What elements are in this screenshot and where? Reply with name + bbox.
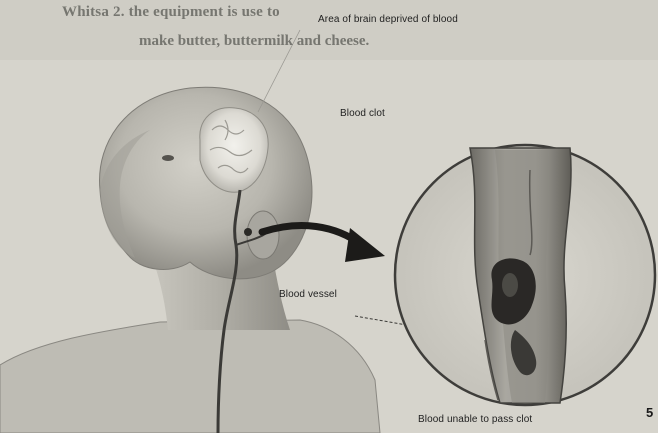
clot-highlight — [502, 273, 518, 297]
label-area-deprived: Area of brain deprived of blood — [318, 14, 458, 25]
label-blood-unable: Blood unable to pass clot — [418, 414, 532, 425]
shoulders — [0, 320, 380, 433]
clot-marker — [244, 228, 252, 236]
bleed-through-text-2: make butter, buttermilk and cheese. — [139, 33, 369, 50]
label-blood-clot: Blood clot — [340, 108, 385, 119]
label-blood-vessel: Blood vessel — [279, 289, 337, 300]
arrow-head — [345, 228, 385, 262]
eye — [162, 155, 174, 161]
page-number-fragment: 5 — [646, 405, 653, 420]
bleed-through-text-1: Whitsa 2. the equipment is use to — [62, 4, 280, 21]
